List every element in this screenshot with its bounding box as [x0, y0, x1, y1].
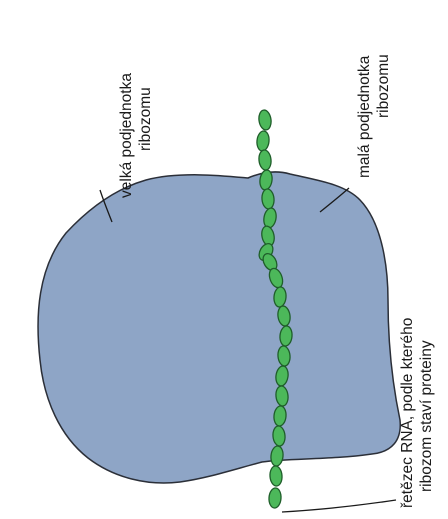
ribosome-body [38, 172, 400, 483]
label-small-subunit-line2: ribozomu [375, 54, 392, 118]
label-rna-strand: řetězec RNA, podle kterého ribozom staví… [399, 318, 435, 508]
rna-bead [258, 149, 272, 170]
label-rna-line1: řetězec RNA, podle kterého [399, 318, 416, 508]
rna-bead [269, 466, 282, 487]
label-rna-line2: ribozom staví proteiny [418, 340, 435, 492]
label-small-subunit: malá podjednotka ribozomu [356, 54, 392, 178]
label-large-subunit-line2: ribozomu [137, 87, 154, 151]
label-small-subunit-line1: malá podjednotka [356, 55, 373, 178]
rna-bead [258, 109, 273, 130]
rna-bead [256, 130, 270, 151]
label-large-subunit-line1: velká podjednotka [118, 73, 135, 198]
leader-line-rna [282, 500, 396, 512]
rna-bead [268, 488, 281, 509]
